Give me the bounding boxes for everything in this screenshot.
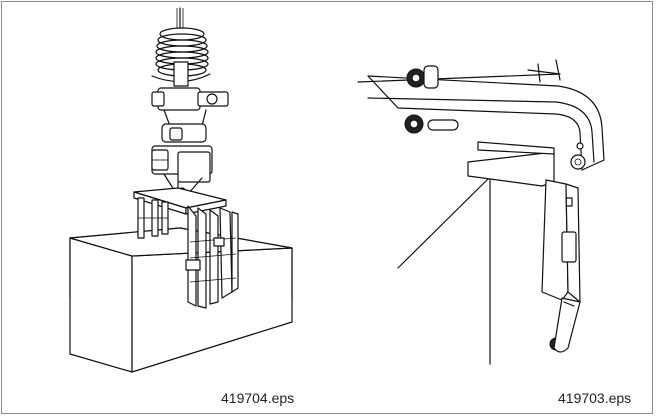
figure-caption-left: 419704.eps [221, 390, 295, 406]
jaw-detail-illustration [357, 59, 605, 365]
figure-left: 419704.eps [2, 2, 328, 413]
gripper-lifting-block-illustration [69, 7, 293, 373]
gripper-arms [137, 197, 239, 309]
figure-right: 419703.eps [328, 2, 654, 413]
figure-caption-right: 419703.eps [558, 390, 632, 406]
coil-spring [151, 27, 211, 87]
